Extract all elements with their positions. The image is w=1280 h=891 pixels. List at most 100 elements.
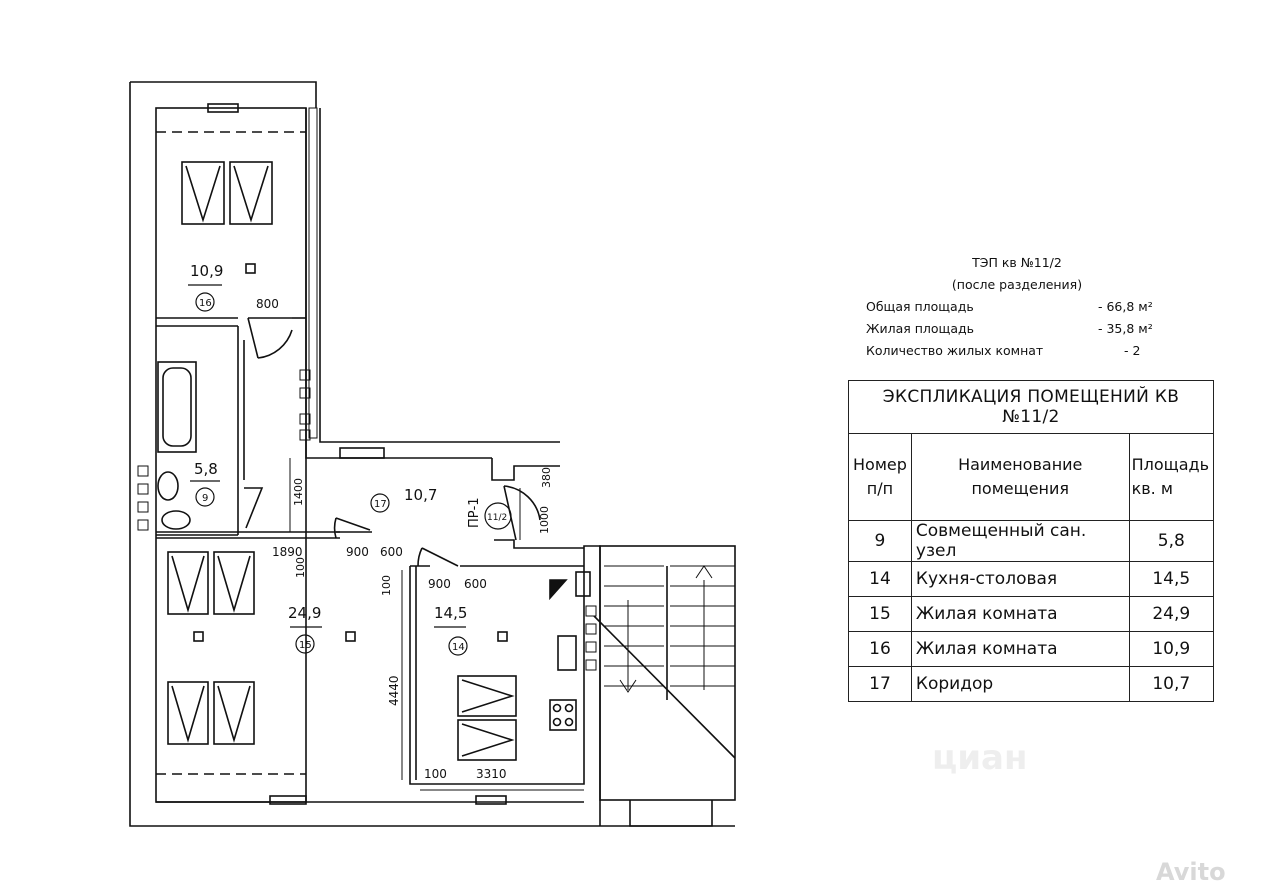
window-kitchen xyxy=(475,795,507,805)
tep-label: Общая площадь xyxy=(866,299,974,314)
dim-100b: 100 xyxy=(380,575,393,596)
wall-right-col-inner xyxy=(305,108,492,459)
row-num: 9 xyxy=(848,520,912,562)
table-row: 15 Жилая комната 24,9 xyxy=(848,596,1215,632)
stair-entry xyxy=(629,800,713,827)
row-area: 10,7 xyxy=(1128,666,1215,702)
room14-num: 14 xyxy=(452,642,465,653)
dim-600a: 600 xyxy=(380,545,403,559)
table-kitchen-a xyxy=(457,675,517,717)
dim-4440: 4440 xyxy=(387,675,401,706)
outer-wall xyxy=(129,82,735,827)
bathtub-inner xyxy=(162,367,192,447)
tep-subtitle: (после разделения) xyxy=(951,277,1083,292)
wall-hatch xyxy=(308,107,318,439)
table-row: 16 Жилая комната 10,9 xyxy=(848,631,1215,667)
room9-num: 9 xyxy=(202,493,208,504)
room9-area: 5,8 xyxy=(194,460,218,478)
stove xyxy=(549,699,577,731)
dim-100c: 100 xyxy=(424,767,447,781)
table-row: 14 Кухня-столовая 14,5 xyxy=(848,561,1215,597)
header-number-l1: Номер xyxy=(853,455,907,474)
header-number-l2: п/п xyxy=(866,479,894,498)
row-name: Жилая комната xyxy=(910,596,1130,632)
window-bottom xyxy=(269,795,307,805)
dim-800: 800 xyxy=(256,297,279,311)
row-area: 5,8 xyxy=(1128,520,1215,562)
dim-100a: 100 xyxy=(294,557,307,578)
tep-label: Жилая площадь xyxy=(866,321,974,336)
bathtub xyxy=(157,361,197,453)
wall-right-col xyxy=(319,108,560,443)
tep-value: - 66,8 м² xyxy=(1098,299,1153,314)
tep-label: Количество жилых комнат xyxy=(866,343,1044,358)
header-area-l1: Площадь xyxy=(1131,455,1209,474)
room17-area: 10,7 xyxy=(404,486,437,504)
dim-900a: 900 xyxy=(346,545,369,559)
header-name-l2: помещения xyxy=(971,479,1070,498)
table-row: 9 Совмещенный сан. узел 5,8 xyxy=(848,520,1215,562)
dim-900b: 900 xyxy=(428,577,451,591)
room16-area: 10,9 xyxy=(190,262,223,280)
tep-value: - 2 xyxy=(1124,343,1141,358)
dim-380: 380 xyxy=(540,467,553,488)
apt-mark-label: ПР-1 xyxy=(467,497,482,528)
row-area: 24,9 xyxy=(1128,596,1215,632)
room15-area: 24,9 xyxy=(288,604,321,622)
row-name: Коридор xyxy=(910,666,1130,702)
bed-r16-a xyxy=(181,161,225,225)
dim-1890: 1890 xyxy=(272,545,303,559)
room14-area: 14,5 xyxy=(434,604,467,622)
window-top xyxy=(207,103,239,113)
row-num: 14 xyxy=(848,561,912,597)
header-area: Площадь кв. м xyxy=(1128,433,1215,521)
kitchen-sink xyxy=(557,635,577,671)
room16-num: 16 xyxy=(199,298,212,309)
stair-block xyxy=(599,545,736,801)
table-row: 17 Коридор 10,7 xyxy=(848,666,1215,702)
room15-num: 15 xyxy=(299,640,312,651)
bed-r15-b xyxy=(213,551,255,615)
tep-block: ТЭП кв №11/2 (после разделения) Общая пл… xyxy=(862,252,1172,362)
row-num: 17 xyxy=(848,666,912,702)
tep-title: ТЭП кв №11/2 xyxy=(972,255,1062,270)
stair-diag xyxy=(593,615,736,759)
table-kitchen-b xyxy=(457,719,517,761)
tep-value: - 35,8 м² xyxy=(1098,321,1153,336)
header-number: Номер п/п xyxy=(848,433,912,521)
sink xyxy=(157,471,179,501)
avito-watermark: Avito xyxy=(1156,858,1226,886)
door-bath xyxy=(244,487,264,529)
wall-corridor-right xyxy=(491,458,560,481)
wall-corridor-right-b xyxy=(494,539,584,549)
row-num: 15 xyxy=(848,596,912,632)
apt-mark-circle: 11/2 xyxy=(487,513,507,523)
dim-1000: 1000 xyxy=(538,506,551,534)
door-mark xyxy=(503,485,541,541)
window-corr xyxy=(339,447,385,459)
cian-watermark: циан xyxy=(932,738,1028,778)
bed-r15-c xyxy=(167,681,209,745)
header-name: Наименование помещения xyxy=(910,433,1130,521)
door-r15 xyxy=(333,517,372,539)
row-area: 10,9 xyxy=(1128,631,1215,667)
row-area: 14,5 xyxy=(1128,561,1215,597)
row-name: Жилая комната xyxy=(910,631,1130,667)
explication-table: ЭКСПЛИКАЦИЯ ПОМЕЩЕНИЙ КВ №11/2 Номер п/п… xyxy=(848,380,1215,702)
row-num: 16 xyxy=(848,631,912,667)
tep-row: Общая площадь - 66,8 м² xyxy=(862,296,1172,318)
outer-wall-top xyxy=(130,81,317,108)
door-r16 xyxy=(247,317,293,359)
row-name: Кухня-столовая xyxy=(910,561,1130,597)
toilet xyxy=(161,510,191,530)
explication-title: ЭКСПЛИКАЦИЯ ПОМЕЩЕНИЙ КВ №11/2 xyxy=(848,380,1214,434)
dim-3310: 3310 xyxy=(476,767,507,781)
header-area-l2: кв. м xyxy=(1131,479,1173,498)
row-name: Совмещенный сан. узел xyxy=(910,520,1130,562)
wall-left-block xyxy=(155,107,307,803)
door-kitchen xyxy=(417,547,459,567)
header-name-l1: Наименование xyxy=(958,455,1083,474)
tep-row: Количество жилых комнат - 2 xyxy=(862,340,1172,362)
dim-600b: 600 xyxy=(464,577,487,591)
bed-r16-b xyxy=(229,161,273,225)
